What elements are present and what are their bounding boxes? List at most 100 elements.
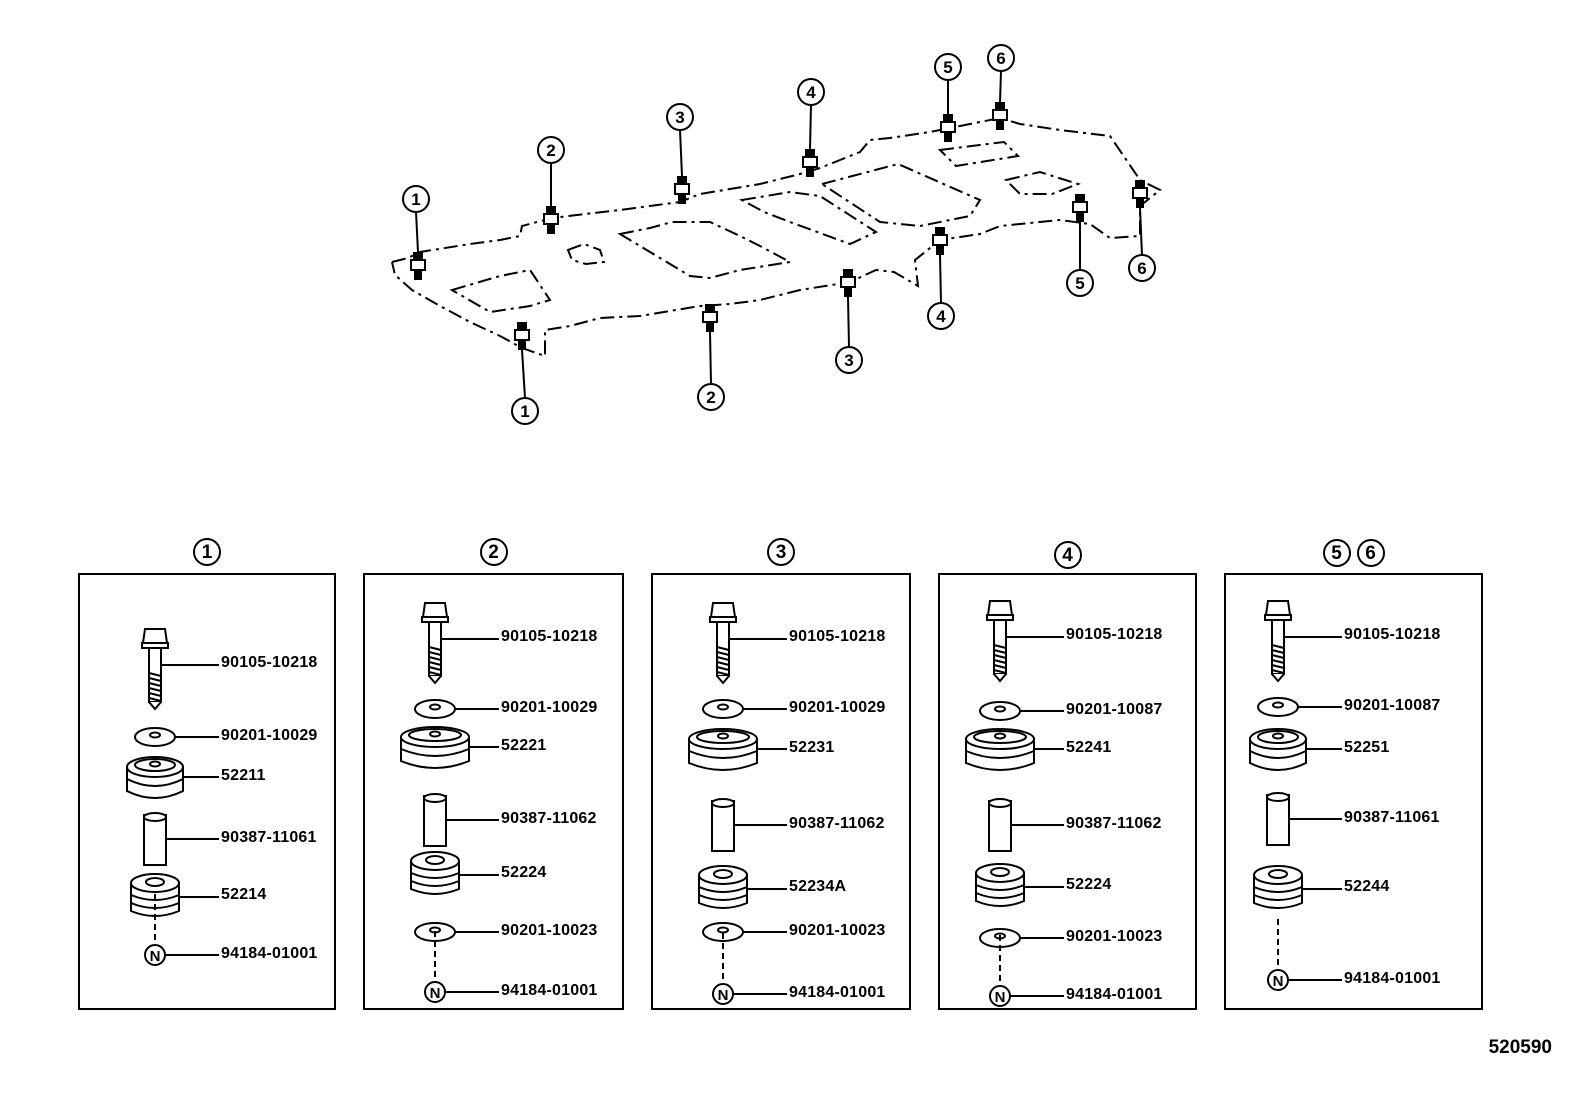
panel-callout-number: 5 [1322,539,1351,567]
collar-icon [423,793,499,847]
washer-icon [979,701,1064,721]
frame-callout-number: 3 [675,108,684,127]
part-number: 90105-10218 [789,628,886,645]
frame-callout: 4 [797,78,825,150]
part-number: 52211 [221,767,266,784]
frame-mount [992,102,1008,130]
frame-mounts [410,102,1148,350]
part-number: 90105-10218 [1344,626,1441,643]
lower-cushion-icon [410,851,499,895]
panel-callout-number: 3 [767,538,795,566]
part-item-cushion-large: 52221 [365,723,622,773]
frame-callout: 1 [511,349,539,425]
frame-callout: 1 [402,185,430,253]
frame-callout: 6 [1128,207,1156,282]
part-item-cushion: 52251 [1226,725,1481,775]
cushion-large-icon [400,726,499,769]
cutout-4 [738,190,879,246]
part-item-cushion-large: 52241 [940,725,1195,775]
part-number: 52231 [789,739,835,756]
frame-mount [802,149,818,177]
nut-symbol: N [150,948,161,965]
part-number: 90201-10023 [501,922,598,939]
frame-mount [514,322,530,350]
cutout-1 [449,268,552,314]
part-item-bolt: 90105-10218 [80,623,334,711]
frame-callout-number: 5 [943,58,952,77]
part-number: 90387-11062 [501,810,597,827]
part-item-lower-cushion: 52224 [940,861,1195,911]
part-number: 52241 [1066,739,1112,756]
part-number: 90387-11062 [789,815,885,832]
panel-callout-number: 6 [1356,539,1385,567]
part-item-bolt: 90105-10218 [653,597,909,685]
frame-mount [840,269,856,297]
frame-callout: 5 [934,53,962,114]
nut-icon: N [424,931,499,1003]
frame-mount [410,252,426,280]
part-item-cushion: 52211 [80,753,334,803]
frame-callout: 5 [1066,222,1094,297]
washer-icon [414,699,499,719]
lower-cushion-icon [130,873,219,917]
collar-icon [711,798,787,852]
cushion-icon [126,756,219,799]
part-item-lower-cushion: 52234A [653,863,909,913]
bolt-icon [141,628,219,711]
frame-callout-number: 3 [844,351,853,370]
panel-heading-1: 1 [78,534,336,570]
lower-cushion-icon [1253,865,1342,909]
part-item-collar: 90387-11061 [80,812,334,866]
part-number: 52251 [1344,739,1390,756]
part-number: 90201-10023 [1066,928,1163,945]
part-number: 90387-11061 [221,829,317,846]
part-number: 52214 [221,886,267,903]
part-item-washer: 90201-10023 [365,908,622,958]
cutout-3 [617,221,794,280]
nut-symbol: N [718,987,729,1004]
cutout-2 [566,242,606,266]
part-number: 52224 [501,864,547,881]
bolt-icon [421,602,499,685]
frame-callout-number: 2 [706,388,715,407]
cutout-7 [1004,170,1082,195]
nut-icon: N [1267,919,1342,991]
part-item-bolt: 90105-10218 [365,597,622,685]
bolt-icon [709,602,787,685]
frame-mount [932,227,948,255]
frame-callout: 3 [666,103,694,177]
frame-callout-number: 4 [936,307,946,326]
cushion-large-icon [688,728,787,771]
nut-icon: N [989,935,1064,1007]
frame-mount [1132,180,1148,208]
frame-callout-number: 6 [996,49,1005,68]
frame-outline [391,116,1162,358]
frame-callout-number: 1 [411,190,420,209]
panel-callout-number: 4 [1053,541,1082,569]
part-item-bolt: 90105-10218 [940,595,1195,683]
washer-icon [702,699,787,719]
part-number: 90201-10023 [789,922,886,939]
part-number: 90201-10029 [789,699,886,716]
frame-mount [1072,194,1088,222]
collar-icon [143,812,219,866]
part-item-washer: 90201-10023 [940,914,1195,964]
part-item-washer: 90201-10087 [940,687,1195,737]
part-item-lower-cushion: 52244 [1226,863,1481,913]
part-item-washer: 90201-10029 [365,685,622,735]
part-item-collar: 90387-11061 [1226,792,1481,846]
frame-callout: 6 [987,44,1015,103]
part-number: 94184-01001 [789,984,886,1001]
panel-callout-number: 2 [479,538,508,566]
part-number: 52234A [789,878,847,895]
nut-icon: N [712,933,787,1005]
frame-callout-number: 1 [520,402,529,421]
part-number: 90201-10029 [221,727,318,744]
part-number: 90105-10218 [501,628,598,645]
